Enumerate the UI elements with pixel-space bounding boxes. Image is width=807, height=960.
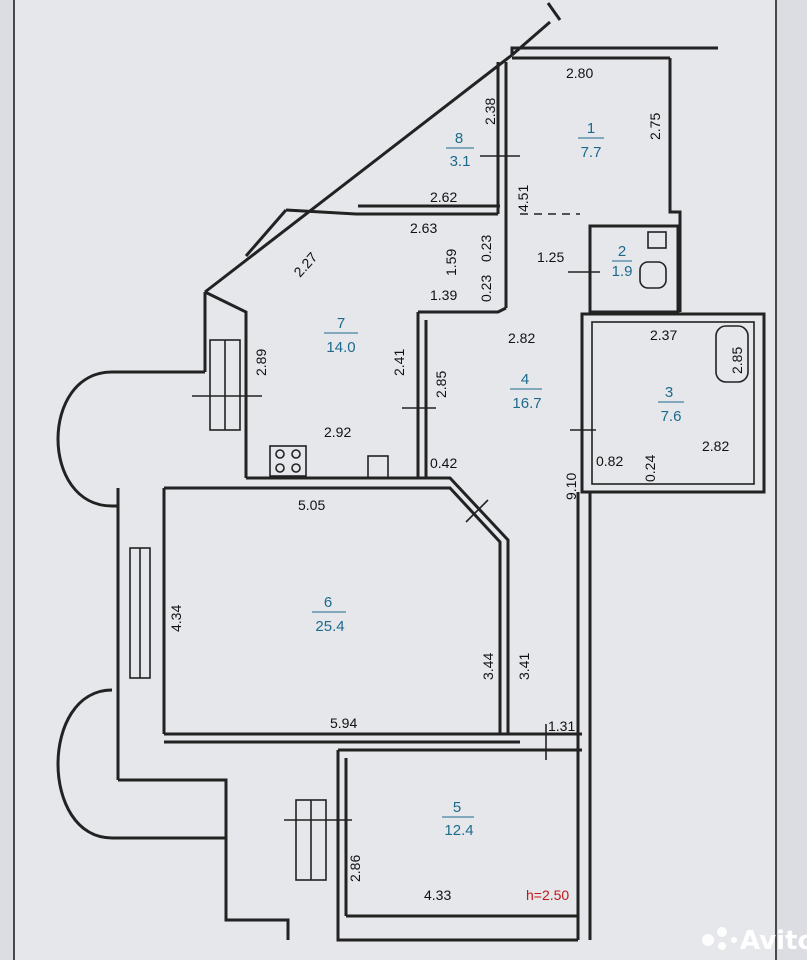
dimension-label: 2.82: [508, 330, 535, 346]
dimension-label: 2.86: [347, 855, 363, 882]
dimension-labels: 2.80 2.75 2.38 2.62 2.63 4.51 1.25 1.59 …: [168, 65, 745, 903]
room-8-area: 3.1: [450, 153, 471, 170]
dimension-label: 2.63: [410, 220, 437, 236]
dimension-label: 3.44: [480, 653, 496, 680]
dimension-label: 2.38: [482, 98, 498, 125]
dimension-label: 2.80: [566, 65, 593, 81]
dimension-label: 4.51: [515, 185, 531, 212]
dimension-label: 2.37: [650, 327, 677, 343]
dimension-label: 9.10: [563, 473, 579, 500]
dimension-label: 3.41: [516, 653, 532, 680]
dimension-label: 2.85: [729, 347, 745, 374]
dimension-label: 5.05: [298, 497, 325, 513]
paper-sheet: [14, 0, 776, 960]
ceiling-height-label: h=2.50: [526, 887, 569, 903]
avito-logo-icon: [702, 927, 737, 950]
room-1-number: 1: [587, 120, 595, 137]
room-4-area: 16.7: [512, 395, 541, 412]
dimension-label: 2.89: [253, 349, 269, 376]
room-1-area: 7.7: [581, 144, 602, 161]
dimension-label: 0.23: [478, 275, 494, 302]
room-5-area: 12.4: [444, 822, 473, 839]
dimension-label: 1.31: [548, 718, 575, 734]
room-2-area: 1.9: [612, 263, 633, 280]
room-labels: 1 7.7 2 1.9 3 7.6 4 16.7 5 12.4 6 25.4 7…: [312, 120, 684, 839]
room-5-number: 5: [453, 799, 461, 816]
room-8-number: 8: [455, 130, 463, 147]
dimension-label: 2.75: [647, 113, 663, 140]
dimension-label: 4.33: [424, 887, 451, 903]
dimension-label: 0.23: [478, 235, 494, 262]
dimension-label: 2.92: [324, 424, 351, 440]
dimension-label: 2.41: [391, 349, 407, 376]
room-4-number: 4: [521, 371, 529, 388]
dimension-label: 4.34: [168, 605, 184, 632]
watermark-text: Avito: [740, 926, 807, 956]
room-7-number: 7: [337, 315, 345, 332]
dimension-label: 1.39: [430, 287, 457, 303]
dimension-label: 1.59: [443, 249, 459, 276]
room-6-number: 6: [324, 594, 332, 611]
dimension-label: 2.85: [433, 371, 449, 398]
dimension-label: 0.82: [596, 453, 623, 469]
dimension-label: 0.42: [430, 455, 457, 471]
room-6-area: 25.4: [315, 618, 344, 635]
avito-watermark: Avito: [702, 926, 807, 956]
walls: [56, 2, 766, 942]
room-3-area: 7.6: [661, 408, 682, 425]
room-2-number: 2: [618, 243, 626, 260]
dimension-label: 0.24: [642, 455, 658, 482]
dimension-label: 2.82: [702, 438, 729, 454]
room-3-number: 3: [665, 384, 673, 401]
dimension-label: 2.62: [430, 189, 457, 205]
dimension-label: 1.25: [537, 249, 564, 265]
dimension-label: 5.94: [330, 715, 357, 731]
room-7-area: 14.0: [326, 339, 355, 356]
